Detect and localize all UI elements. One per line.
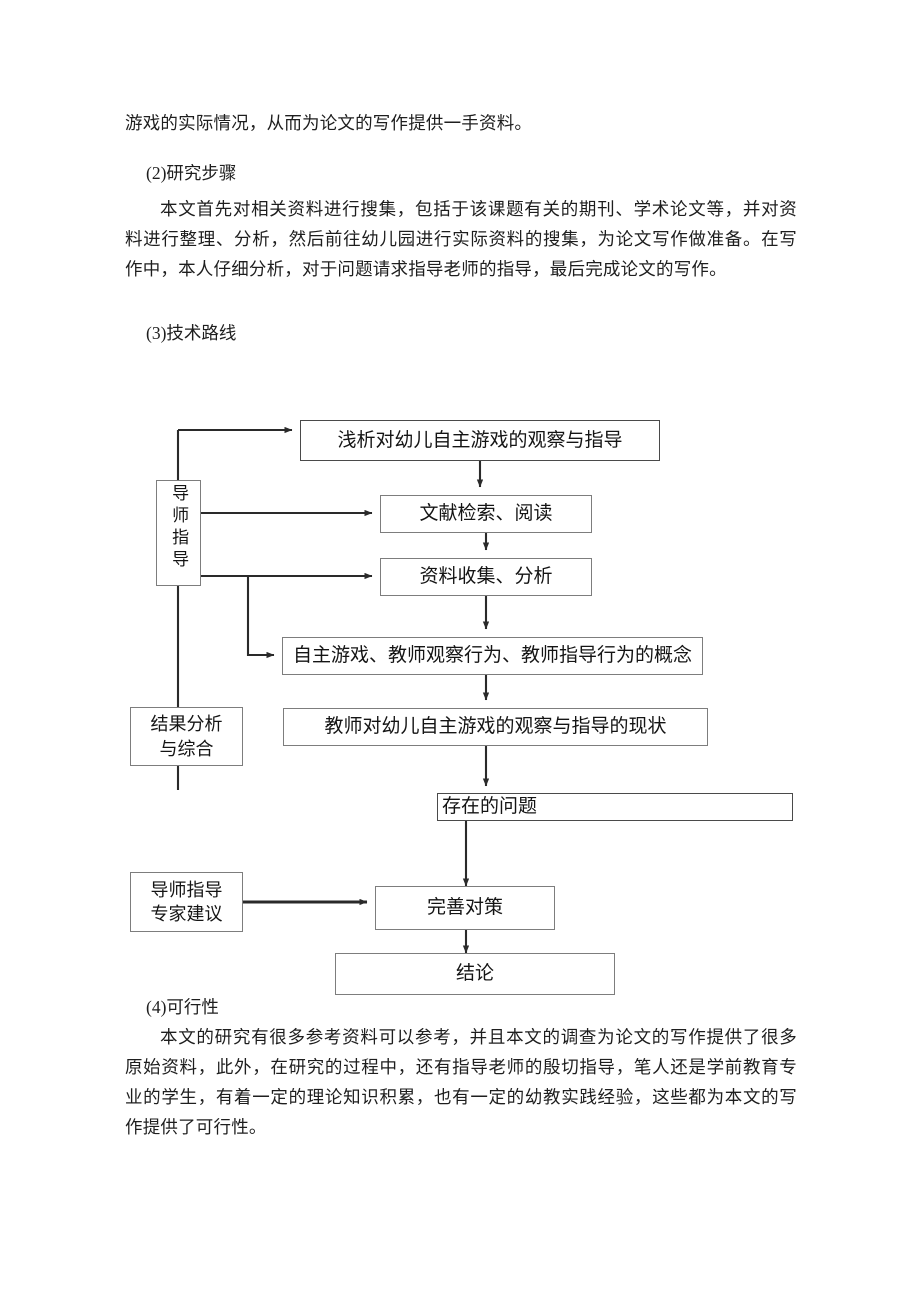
heading-technical-route: (3)技术路线 xyxy=(146,323,237,343)
flow-node-result-analysis-line2: 与综合 xyxy=(159,738,214,759)
heading-research-steps: (2)研究步骤 xyxy=(146,163,237,183)
flow-node-countermeasures[interactable]: 完善对策 xyxy=(375,886,555,930)
heading-feasibility: (4)可行性 xyxy=(146,997,219,1017)
flow-node-data-collection[interactable]: 资料收集、分析 xyxy=(380,558,592,596)
flow-node-literature[interactable]: 文献检索、阅读 xyxy=(380,495,592,533)
flow-node-result-analysis-line1: 结果分析 xyxy=(150,714,223,735)
flow-node-advisor-expert[interactable]: 导师指导 专家建议 xyxy=(130,872,243,932)
flow-node-advisor-guidance[interactable]: 导师指导 xyxy=(156,480,201,586)
flow-node-status-quo[interactable]: 教师对幼儿自主游戏的观察与指导的现状 xyxy=(283,708,708,746)
flow-node-advisor-expert-line2: 专家建议 xyxy=(150,904,223,924)
paragraph-feasibility: 本文的研究有很多参考资料可以参考，并且本文的调查为论文的写作提供了很多原始资料，… xyxy=(125,1027,797,1137)
paragraph-intro: 游戏的实际情况，从而为论文的写作提供一手资料。 xyxy=(125,113,533,133)
flow-node-concepts[interactable]: 自主游戏、教师观察行为、教师指导行为的概念 xyxy=(282,637,703,675)
paragraph-research-steps: 本文首先对相关资料进行搜集，包括于该课题有关的期刊、学术论文等，并对资料进行整理… xyxy=(125,199,797,279)
flow-node-conclusion[interactable]: 结论 xyxy=(335,953,615,995)
flow-node-problems[interactable]: 存在的问题 xyxy=(437,793,793,821)
flow-node-result-analysis[interactable]: 结果分析 与综合 xyxy=(130,707,243,766)
flow-node-topic[interactable]: 浅析对幼儿自主游戏的观察与指导 xyxy=(300,420,660,461)
flow-node-advisor-expert-line1: 导师指导 xyxy=(150,879,223,900)
